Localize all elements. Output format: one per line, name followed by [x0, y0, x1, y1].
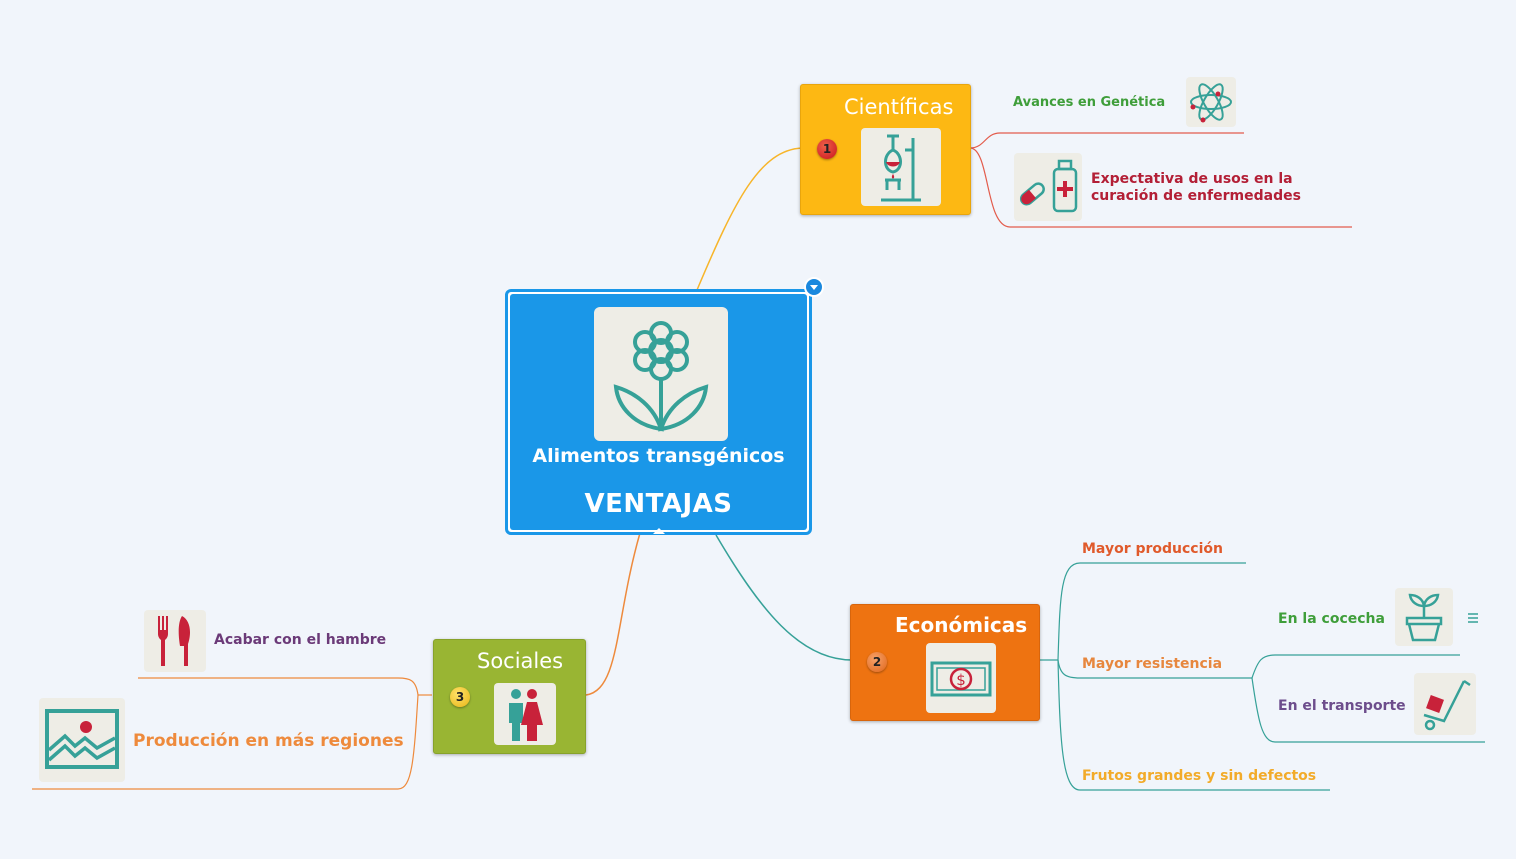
plant-pot-icon [1395, 588, 1453, 646]
topic-expectativa-line2[interactable]: curación de enfermedades [1091, 188, 1301, 204]
hand-truck-icon [1414, 673, 1476, 735]
priority-badge-1: 1 [817, 139, 837, 159]
branch-economicas-label: Económicas [895, 613, 1028, 637]
menu-lines-icon[interactable] [1467, 612, 1479, 624]
branch-sociales-label: Sociales [477, 649, 564, 673]
central-title: Alimentos transgénicos [532, 445, 785, 467]
topic-acabar-hambre[interactable]: Acabar con el hambre [214, 632, 387, 648]
svg-text:$: $ [956, 671, 966, 689]
atom-icon [1186, 77, 1236, 127]
topic-expectativa-line1[interactable]: Expectativa de usos en la [1091, 171, 1293, 187]
priority-badge-2: 2 [867, 652, 887, 672]
topic-mayor-resistencia[interactable]: Mayor resistencia [1082, 656, 1223, 672]
topic-avances-genetica[interactable]: Avances en Genética [1013, 95, 1166, 110]
medicine-icon [1014, 153, 1082, 221]
lab-flask-icon [861, 128, 941, 206]
topic-produccion-regiones[interactable]: Producción en más regiones [133, 731, 404, 751]
topic-en-el-transporte[interactable]: En el transporte [1278, 698, 1406, 714]
chevron-down-icon[interactable] [804, 277, 824, 297]
people-icon [494, 683, 556, 745]
topic-mayor-produccion[interactable]: Mayor producción [1082, 541, 1223, 557]
cutlery-icon [144, 610, 206, 672]
branch-cientificas-label: Científicas [844, 95, 954, 119]
landscape-icon [39, 698, 125, 782]
topic-en-la-cocecha[interactable]: En la cocecha [1278, 611, 1385, 627]
priority-badge-3: 3 [450, 687, 470, 707]
branch-cientificas[interactable]: Científicas [800, 84, 971, 215]
flower-icon [594, 307, 728, 441]
topic-frutos-grandes[interactable]: Frutos grandes y sin defectos [1082, 768, 1317, 784]
central-topic[interactable]: Alimentos transgénicos VENTAJAS [505, 289, 812, 535]
central-bottom-notch [653, 528, 665, 534]
branch-economicas[interactable]: Económicas $ [850, 604, 1040, 721]
dollar-bill-icon: $ [926, 643, 996, 713]
central-subtitle: VENTAJAS [584, 489, 733, 519]
